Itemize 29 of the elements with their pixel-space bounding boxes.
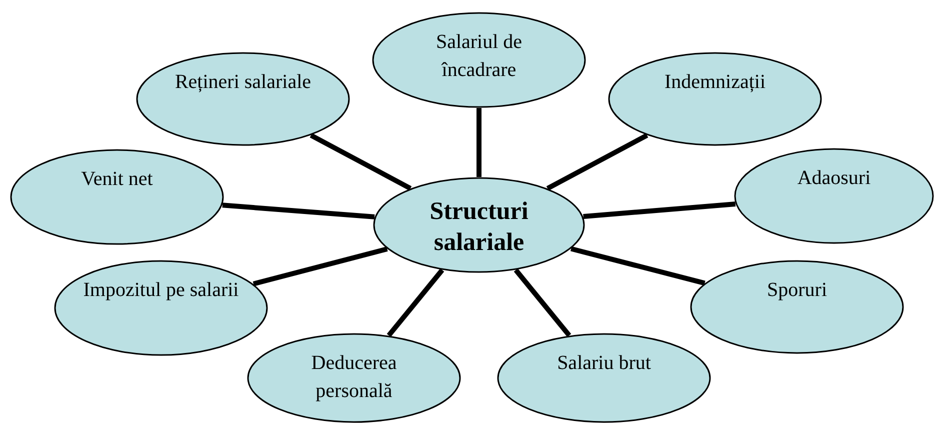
connector-line <box>514 268 572 338</box>
topic-ellipse <box>136 52 350 146</box>
connector-line <box>583 202 736 219</box>
topic-ellipse <box>734 148 934 244</box>
topic-text: Venit net <box>81 167 153 192</box>
topic-ellipse <box>54 260 268 356</box>
connector-line <box>570 246 706 286</box>
connector-line <box>476 108 482 177</box>
topic-text: Salariu brut <box>557 351 651 376</box>
topic-text: Rețineri salariale <box>174 70 312 95</box>
topic-ellipse <box>247 333 461 423</box>
topic-ellipse <box>10 149 224 245</box>
connector-line <box>252 246 388 286</box>
topic-text: Adaosuri <box>797 166 871 191</box>
topic-ellipse <box>608 52 822 146</box>
connector-line <box>546 133 648 191</box>
topic-ellipse <box>497 333 711 423</box>
topic-ellipse <box>690 260 904 354</box>
topic-text: Sporuri <box>767 278 827 303</box>
connector-line <box>386 268 444 338</box>
topic-text: Indemnizații <box>664 70 766 95</box>
topic-text: Impozitul pe salarii <box>83 278 239 303</box>
connector-line <box>222 202 375 220</box>
topic-text: Salariul de încadrare <box>434 30 524 83</box>
topic-text: Deducerea personală <box>310 351 398 404</box>
connector-line <box>310 133 412 191</box>
topic-ellipse <box>373 177 585 273</box>
central-topic-text: Structuri salariale <box>428 197 530 258</box>
topic-ellipse <box>372 12 586 108</box>
